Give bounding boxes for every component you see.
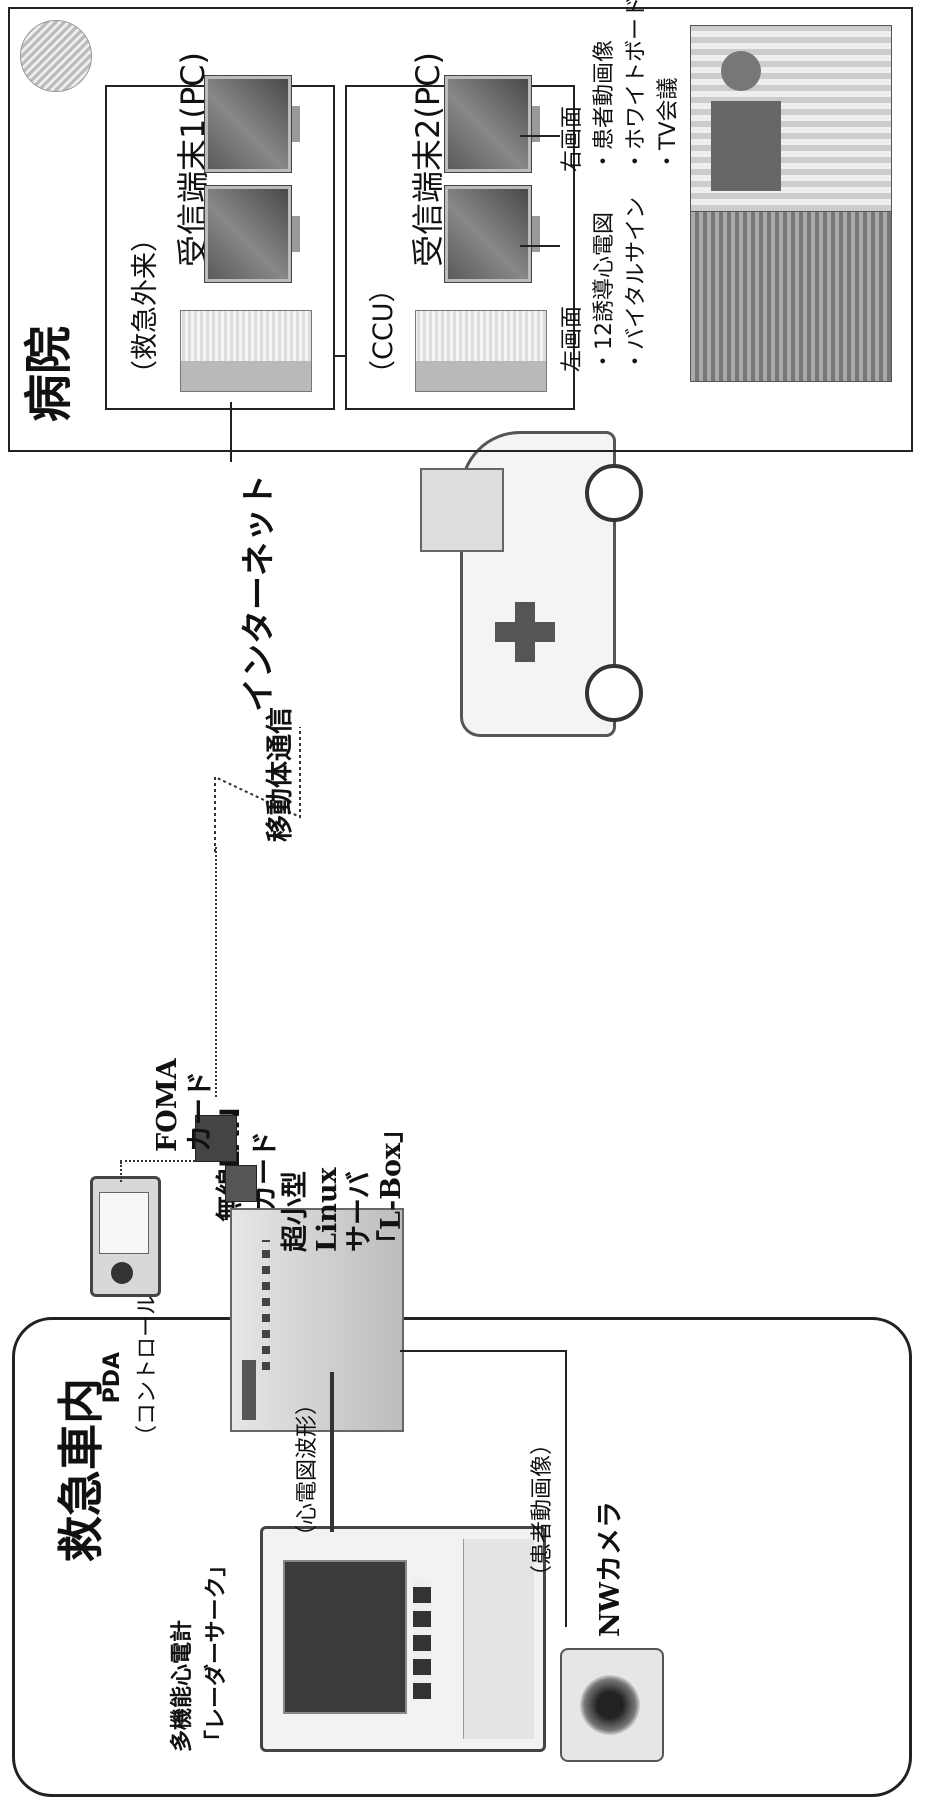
hospital-logo [20, 20, 92, 92]
right-screen-item-1: ・患者動画像 [592, 39, 617, 172]
er-monitor-2 [204, 74, 292, 174]
ccu-label: （CCU） [368, 275, 399, 387]
camera-cable-up [400, 1350, 567, 1352]
er-pc-tower [180, 310, 312, 392]
mobile-zigzag [214, 727, 301, 852]
mobile-comm-label: 移動体通信 [265, 707, 296, 842]
wlan-card-image [225, 1165, 257, 1202]
er-monitor-1 [204, 184, 292, 284]
ecg-label-name: 多機能心電計 [170, 1619, 195, 1752]
right-screen-item-3: ・TV会議 [656, 77, 681, 173]
left-screen-item-2: ・バイタルサイン [624, 196, 649, 372]
nw-camera-label: NWカメラ [595, 1500, 626, 1637]
right-screen-label: 右画面 [560, 105, 585, 172]
left-screen-item-1: ・12誘導心電図 [592, 212, 617, 372]
hospital-title: 病院 [21, 325, 77, 422]
screen-capture-left [690, 210, 892, 382]
ecg-label-model: 「レーダーサーク」 [204, 1554, 229, 1752]
left-screen-arrow [520, 245, 560, 247]
internet-label: インターネット [239, 474, 279, 712]
mobile-link-line [215, 847, 217, 1097]
pda-image [90, 1176, 161, 1297]
ambulance-title: 救急車内 [54, 1378, 108, 1562]
foma-label: FOMA [152, 1058, 183, 1152]
camera-cable-h [565, 1352, 567, 1627]
right-screen-item-2: ・ホワイトボード [624, 0, 649, 172]
foma-label-sub: カード [185, 1071, 216, 1152]
ecg-waveform-label: （心電図波形） [295, 1392, 320, 1547]
nw-camera-image [560, 1648, 664, 1762]
er-label: （救急外来） [130, 225, 161, 387]
left-screen-label: 左画面 [560, 305, 585, 372]
server-label-4: 「L-Box」 [376, 1115, 407, 1257]
right-screen-arrow [520, 135, 560, 137]
terminal2-label: 受信端末2(PC) [409, 52, 447, 267]
ecg-device-image [260, 1526, 546, 1752]
pda-label: PDA [100, 1352, 125, 1404]
ccu-monitor-2 [444, 74, 532, 174]
ccu-pc-tower [415, 310, 547, 392]
ccu-monitor-1 [444, 184, 532, 284]
server-label-3: サーバ [344, 1171, 375, 1252]
server-label-1: 超小型 [280, 1171, 311, 1252]
ambulance-illustration [420, 412, 650, 752]
screen-capture-right [690, 25, 892, 212]
server-label-2: Linux [312, 1167, 343, 1252]
er-ccu-connector [335, 355, 345, 357]
pda-link-line-h [120, 1162, 122, 1182]
patient-video-label: （患者動画像） [530, 1432, 555, 1587]
ecg-cable [330, 1372, 334, 1532]
